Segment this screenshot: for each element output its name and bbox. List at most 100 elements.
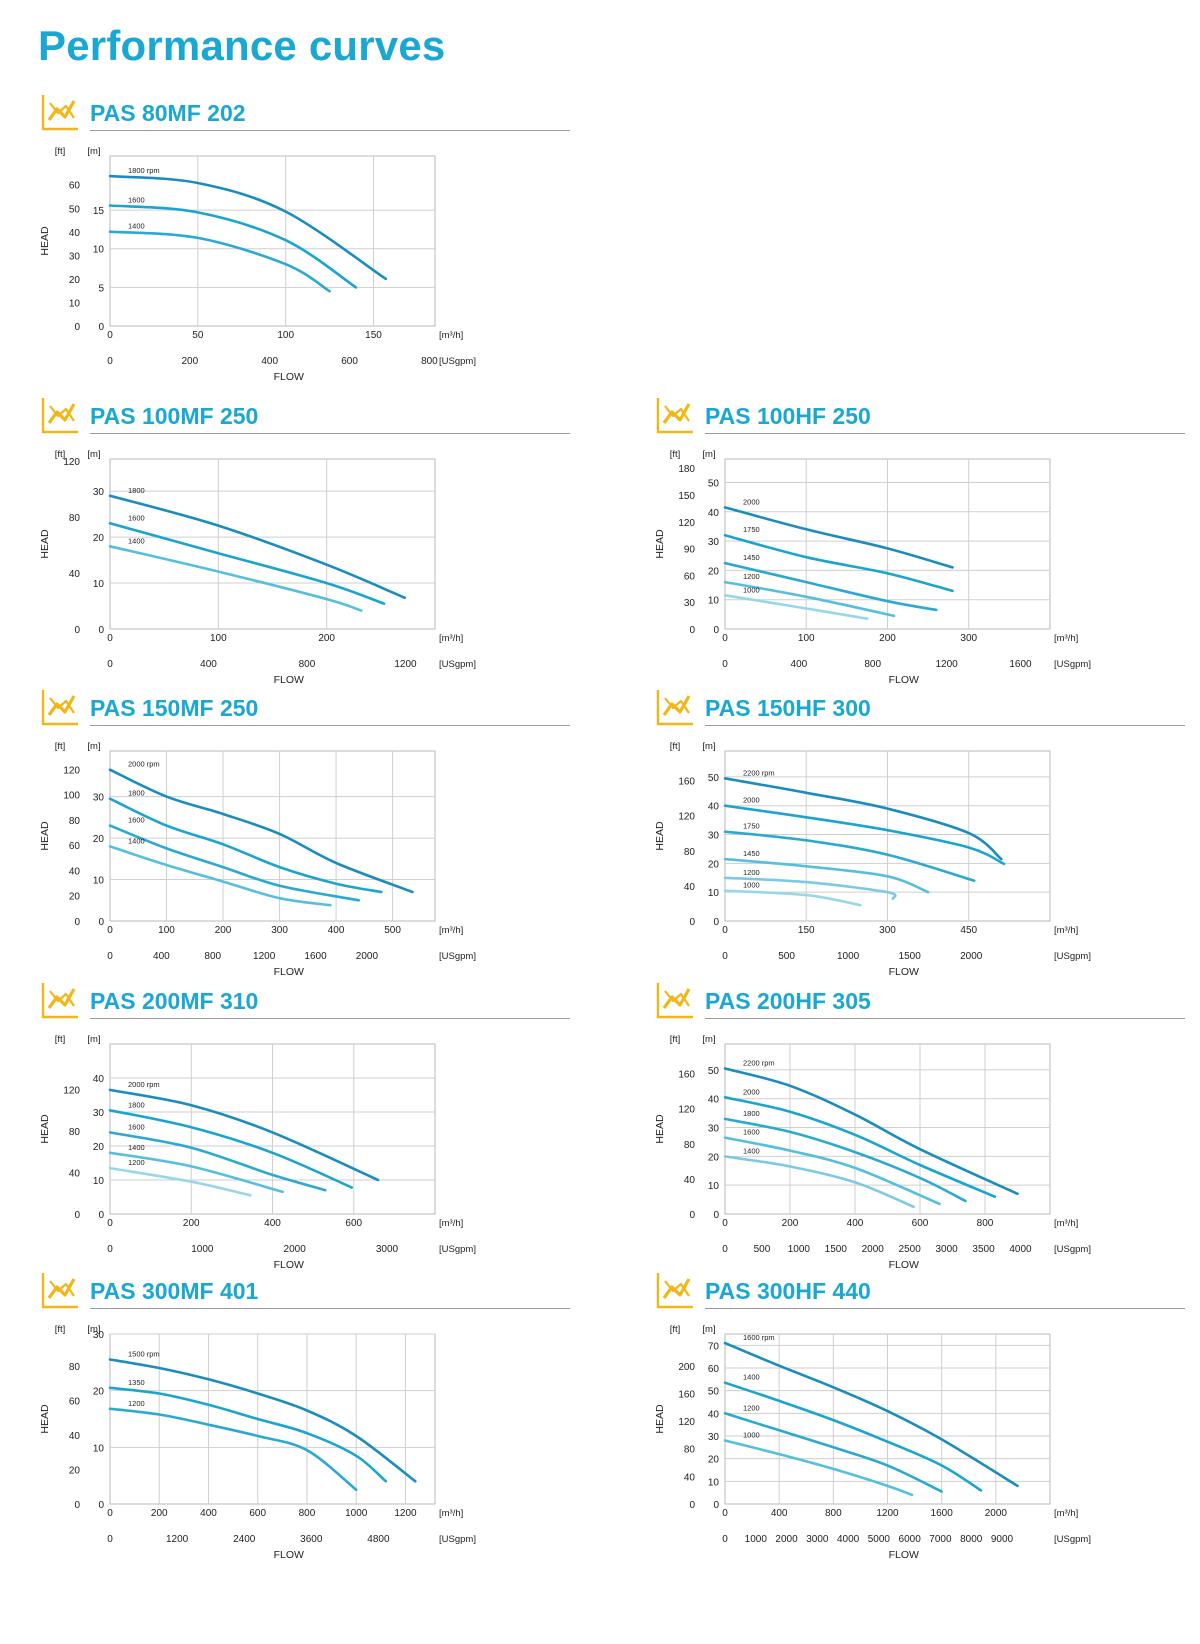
head-axis-label: HEAD (39, 1114, 51, 1144)
y-tick-m: 0 (98, 917, 104, 928)
x-tick-m3h: 400 (847, 1218, 864, 1229)
unit-ft: [ft] (55, 146, 66, 157)
unit-m3h: [m³/h] (1054, 1218, 1078, 1229)
y-tick-ft: 40 (684, 1472, 696, 1483)
curve-label: 1000 (743, 1431, 760, 1440)
x-tick-usgpm: 1000 (788, 1244, 811, 1255)
speed-curve (723, 1117, 967, 1203)
x-tick-m3h: 800 (977, 1218, 994, 1229)
curve-label: 1200 (128, 1158, 145, 1167)
curve-label: 1500 rpm (128, 1350, 160, 1359)
performance-curve-icon (41, 398, 78, 434)
head-axis-label: HEAD (654, 1114, 666, 1144)
speed-curve (723, 830, 976, 882)
y-tick-m: 10 (708, 596, 720, 607)
x-tick-m3h: 600 (249, 1508, 266, 1519)
unit-ft: [ft] (55, 1324, 66, 1335)
performance-curve-icon (656, 983, 693, 1019)
y-tick-ft: 40 (684, 882, 696, 893)
speed-curve (108, 230, 331, 293)
y-tick-ft: 10 (69, 298, 81, 309)
title-rule (705, 725, 1185, 726)
speed-curve (108, 545, 363, 612)
curve-label: 1400 (743, 1373, 760, 1382)
x-tick-usgpm: 0 (722, 951, 728, 962)
y-tick-m: 20 (708, 1152, 720, 1163)
curve-label: 1000 (743, 585, 760, 594)
x-tick-usgpm: 1000 (191, 1244, 214, 1255)
speed-curve (723, 1381, 983, 1492)
chart-header: PAS 80MF 202 (40, 92, 570, 138)
head-axis-label: HEAD (39, 529, 51, 559)
y-tick-m: 30 (93, 487, 105, 498)
head-axis-label: HEAD (654, 1404, 666, 1434)
y-tick-m: 40 (708, 1095, 720, 1106)
y-tick-m: 30 (708, 831, 720, 842)
x-tick-usgpm: 1200 (166, 1534, 189, 1545)
y-tick-ft: 0 (689, 625, 695, 636)
x-tick-usgpm: 3500 (972, 1244, 995, 1255)
y-tick-ft: 60 (69, 181, 81, 192)
y-tick-ft: 80 (684, 847, 696, 858)
flow-axis-label: FLOW (274, 1259, 304, 1271)
y-tick-ft: 200 (678, 1362, 695, 1373)
x-tick-usgpm: 800 (421, 356, 438, 367)
x-tick-m3h: 1600 (931, 1508, 954, 1519)
x-tick-m3h: 600 (912, 1218, 929, 1229)
y-tick-ft: 160 (678, 1070, 695, 1081)
speed-curve (108, 824, 360, 902)
y-tick-ft: 50 (69, 204, 81, 215)
y-tick-ft: 40 (69, 1169, 81, 1180)
y-tick-ft: 0 (74, 1500, 80, 1511)
y-tick-ft: 20 (69, 1465, 81, 1476)
flow-axis-label: FLOW (889, 1259, 919, 1271)
unit-m3h: [m³/h] (439, 633, 463, 644)
x-tick-usgpm: 0 (107, 1244, 113, 1255)
y-tick-ft: 150 (678, 491, 695, 502)
unit-m3h: [m³/h] (1054, 1508, 1078, 1519)
curve-label: 1600 (743, 1128, 760, 1137)
chart-header: PAS 200HF 305 (655, 980, 1185, 1026)
y-tick-ft: 100 (63, 791, 80, 802)
flow-axis-label: FLOW (889, 966, 919, 978)
unit-m: [m] (87, 146, 100, 157)
x-tick-m3h: 0 (722, 633, 728, 644)
y-tick-ft: 80 (684, 1445, 696, 1456)
y-tick-ft: 20 (69, 892, 81, 903)
x-tick-m3h: 0 (722, 1218, 728, 1229)
x-tick-usgpm: 400 (791, 659, 808, 670)
y-tick-m: 10 (708, 1181, 720, 1192)
y-tick-m: 20 (93, 1387, 105, 1398)
unit-m3h: [m³/h] (439, 925, 463, 936)
x-tick-usgpm: 0 (107, 659, 113, 670)
y-tick-m: 50 (708, 478, 720, 489)
speed-curve (108, 1386, 388, 1483)
flow-axis-label: FLOW (274, 674, 304, 686)
y-tick-ft: 80 (69, 1127, 81, 1138)
y-tick-m: 10 (93, 245, 105, 256)
y-tick-m: 40 (708, 1409, 720, 1420)
curve-label: 1200 (743, 572, 760, 581)
x-tick-m3h: 200 (879, 633, 896, 644)
chart-title: PAS 200MF 310 (90, 988, 259, 1014)
y-tick-ft: 0 (74, 917, 80, 928)
y-tick-m: 0 (713, 1210, 719, 1221)
curve-label: 1450 (743, 553, 760, 562)
y-tick-m: 20 (93, 533, 105, 544)
y-tick-m: 30 (93, 1108, 105, 1119)
unit-m: [m] (702, 741, 715, 752)
y-tick-ft: 0 (689, 917, 695, 928)
speed-curve (108, 797, 383, 894)
y-tick-ft: 60 (69, 841, 81, 852)
curve-label: 2000 (743, 1087, 760, 1096)
x-tick-usgpm: 0 (722, 1534, 728, 1545)
x-tick-m3h: 1200 (394, 1508, 417, 1519)
x-tick-m3h: 500 (384, 925, 401, 936)
x-tick-m3h: 100 (210, 633, 227, 644)
speed-curve (108, 768, 414, 894)
chart-header: PAS 100HF 250 (655, 395, 1185, 441)
